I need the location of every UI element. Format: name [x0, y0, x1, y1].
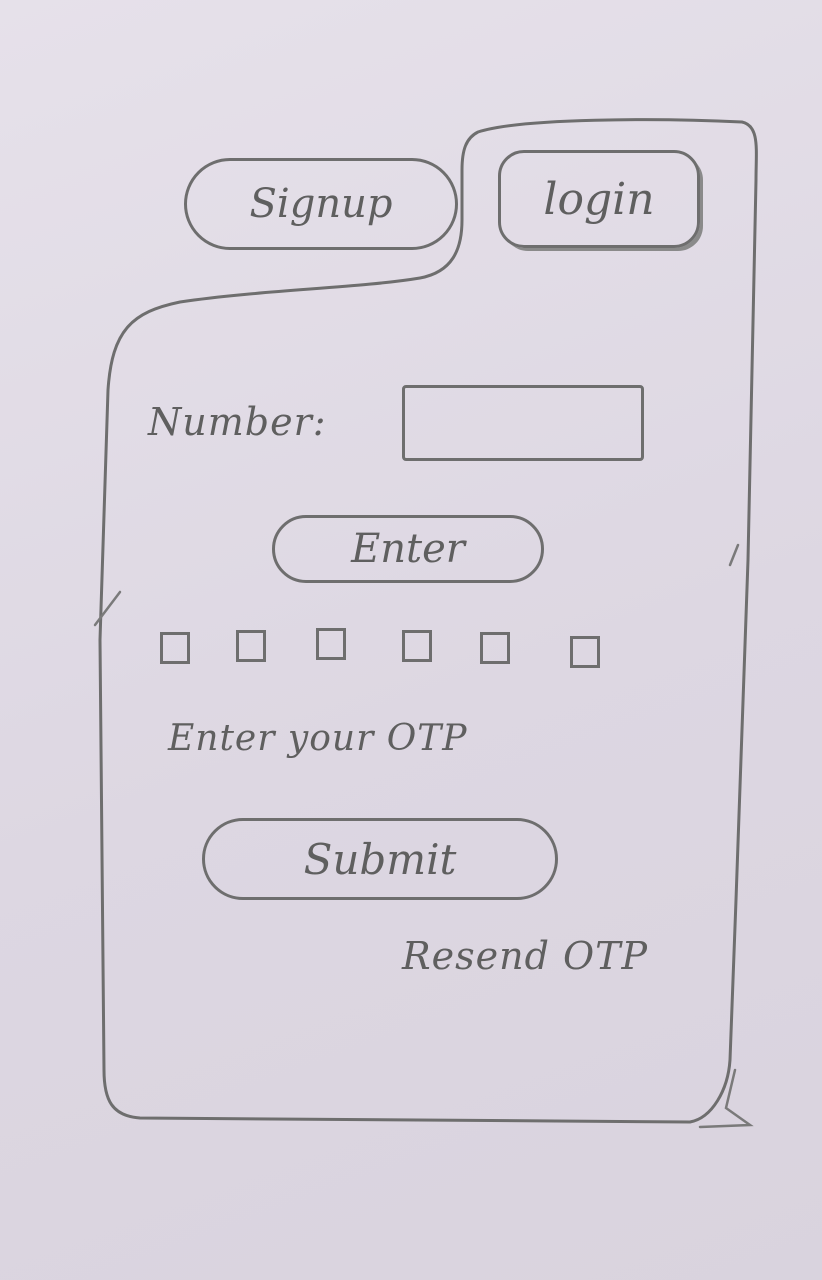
- submit-button-label: Submit: [303, 834, 457, 884]
- otp-hint-text: Enter your OTP: [168, 718, 468, 759]
- edge-tick: [93, 590, 122, 627]
- corner-mark: [698, 1068, 754, 1129]
- resend-otp-link[interactable]: Resend OTP: [402, 934, 649, 978]
- number-input[interactable]: [402, 385, 644, 461]
- otp-digit-2[interactable]: [236, 630, 266, 662]
- otp-digit-1[interactable]: [160, 632, 190, 664]
- enter-button-label: Enter: [351, 526, 465, 572]
- card-border: [98, 118, 758, 1124]
- enter-button[interactable]: Enter: [272, 515, 544, 583]
- otp-digit-6[interactable]: [570, 636, 600, 668]
- otp-digit-3[interactable]: [316, 628, 346, 660]
- otp-digit-5[interactable]: [480, 632, 510, 664]
- login-tab[interactable]: login: [498, 150, 700, 248]
- signup-tab[interactable]: Signup: [184, 158, 458, 250]
- submit-button[interactable]: Submit: [202, 818, 558, 900]
- number-label: Number:: [148, 400, 327, 444]
- otp-digit-4[interactable]: [402, 630, 432, 662]
- edge-tick-right: [728, 543, 740, 567]
- login-tab-label: login: [543, 173, 655, 225]
- signup-tab-label: Signup: [249, 181, 393, 227]
